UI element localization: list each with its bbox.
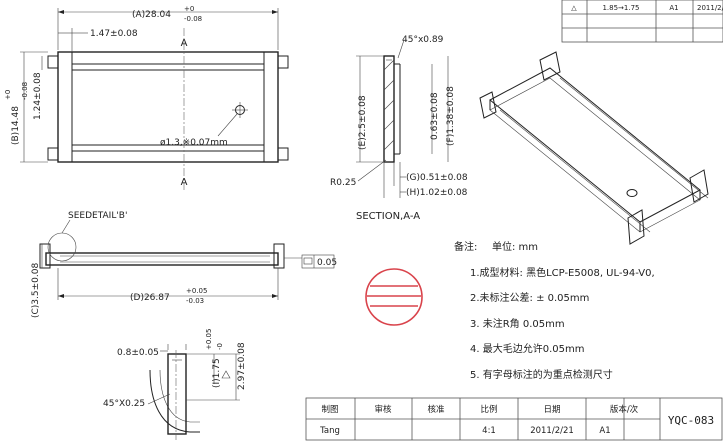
logo-badge <box>365 268 423 326</box>
drawing-number: YQC-083 <box>668 414 714 427</box>
dim-1-47: 1.47±0.08 <box>90 29 138 39</box>
dim-A: (A)28.04 <box>132 10 171 20</box>
title-value-scale: 4:1 <box>482 426 496 436</box>
dim-C: (C)3.5±0.08 <box>31 263 41 318</box>
radius-label: R0.25 <box>330 178 356 188</box>
isometric-view <box>479 51 709 245</box>
dim-0-63: 0.63±0.08 <box>430 92 440 140</box>
title-header-scale: 比例 <box>480 404 497 415</box>
logo-circle <box>365 268 423 326</box>
detail-outer-curve <box>149 369 200 433</box>
title-block: 制图 审核 核准 比例 日期 版本/次 Tang 4:1 2011/2/21 A… <box>305 397 723 441</box>
detail-chamfer: 45°X0.25 <box>103 399 145 409</box>
detail-b-circle <box>47 232 77 262</box>
title-value-date: 2011/2/21 <box>530 426 574 436</box>
revision-symbol: △ <box>571 4 577 12</box>
section-chamfer: 45°x0.89 <box>402 35 444 45</box>
note-item-2: 2.未标注公差: ± 0.05mm <box>470 291 589 304</box>
dim-I: (I)1.75 <box>212 358 222 388</box>
notes-unit: 单位: mm <box>492 240 538 253</box>
top-view: (A)28.04 +0 -0.08 1.47±0.08 A A (B)14.48… <box>4 5 289 190</box>
detail-label: SEEDETAIL'B' <box>68 211 127 221</box>
detail-view: 0.8±0.05 (I)1.75 +0.05 -0 2.97±0.08 45°X… <box>103 329 247 440</box>
title-header-checked: 审核 <box>374 404 392 415</box>
detail-body <box>167 353 187 435</box>
notes-block: 备注: 单位: mm 1.成型材料: 黑色LCP-E5008, UL-94-V0… <box>454 240 655 381</box>
title-value-version: A1 <box>599 426 610 436</box>
dim-B: (B)14.48 <box>11 106 21 145</box>
note-item-4: 4. 最大毛边允许0.05mm <box>470 342 584 355</box>
title-header-date: 日期 <box>543 405 560 415</box>
note-item-1: 1.成型材料: 黑色LCP-E5008, UL-94-V0, <box>470 266 655 279</box>
dim-D-tol-lower: -0.03 <box>186 297 204 305</box>
dim-B-tol-lower: -0.08 <box>21 82 29 100</box>
top-view-outline <box>57 51 279 163</box>
hole-dimension: ø1.3,※0.07mm <box>160 138 228 148</box>
dim-0-8: 0.8±0.05 <box>117 348 159 358</box>
dim-I-tol-lower: -0 <box>216 343 224 350</box>
flatness-value: 0.05 <box>317 258 337 268</box>
note-item-5: 5. 有字母标注的为重点检测尺寸 <box>470 368 613 381</box>
title-header-drawn: 制图 <box>321 404 338 415</box>
revision-change: 1.85→1.75 <box>602 4 639 12</box>
note-item-3: 3. 未注R角 0.05mm <box>470 317 565 330</box>
dim-A-tol-lower: -0.08 <box>184 15 202 23</box>
title-value-drawn: Tang <box>319 426 340 436</box>
section-view: 45°x0.89 (E)2.5±0.08 0.63±0.08 (F)1.38±0… <box>330 35 468 222</box>
section-mark-bottom: A <box>181 177 188 188</box>
section-caption: SECTION,A-A <box>356 211 420 222</box>
dim-I-tol-upper: +0.05 <box>205 329 213 350</box>
side-view-outline <box>45 252 279 266</box>
dim-E: (E)2.5±0.08 <box>358 95 368 150</box>
revision-table: △ 1.85→1.75 A1 2011/2/2 <box>561 0 723 43</box>
revision-version: A1 <box>669 4 678 12</box>
iso-hole <box>626 189 638 197</box>
dim-2-97: 2.97±0.08 <box>237 342 247 390</box>
iso-body <box>489 67 701 223</box>
dim-B-tol-upper: +0 <box>4 90 12 100</box>
dim-A-tol-upper: +0 <box>184 5 194 13</box>
dim-H: (H)1.02±0.08 <box>406 188 468 198</box>
dim-1-24: 1.24±0.08 <box>33 72 43 120</box>
dim-D-tol-upper: +0.05 <box>186 287 207 295</box>
section-profile <box>383 55 395 163</box>
revision-date: 2011/2/2 <box>697 4 723 12</box>
dim-F: (F)1.38±0.08 <box>446 86 456 146</box>
notes-header: 备注: <box>454 240 477 253</box>
dim-G: (G)0.51±0.08 <box>406 173 468 183</box>
section-mark-top: A <box>181 38 188 49</box>
title-header-approved: 核准 <box>427 404 445 415</box>
side-view: SEEDETAIL'B' 0.05 (D)26.87 +0.05 -0.03 (… <box>31 211 337 318</box>
title-header-version: 版本/次 <box>610 404 639 415</box>
dim-D: (D)26.87 <box>130 293 170 303</box>
